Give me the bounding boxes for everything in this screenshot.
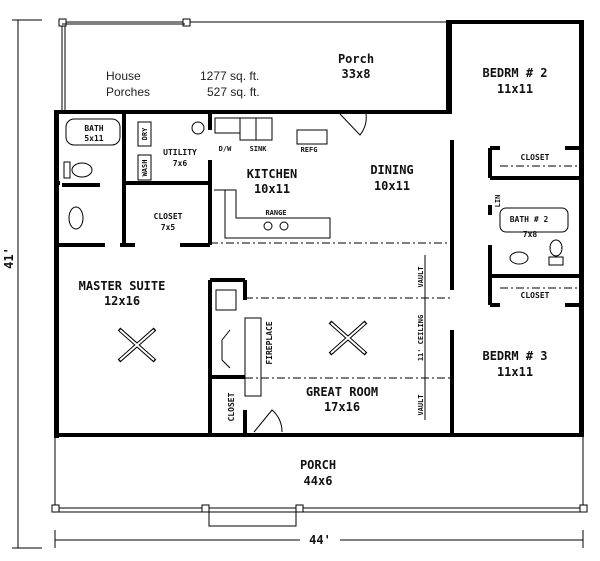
- bath2-name: BATH # 2: [510, 215, 549, 224]
- width-label: 44': [309, 533, 331, 547]
- front-steps: [208, 511, 297, 527]
- dryer: [137, 121, 152, 147]
- depth-dimension: 41': [2, 19, 42, 549]
- sink-label: SINK: [250, 145, 268, 153]
- interior-walls: [55, 112, 583, 435]
- great-room-size: 17x16: [324, 400, 360, 414]
- kitchen-name: KITCHEN: [247, 167, 298, 181]
- ceiling-fan-great-room: [328, 320, 368, 356]
- washer: [137, 154, 152, 181]
- sink-bath-2: [509, 251, 529, 265]
- front-porch-size: 44x6: [304, 474, 333, 488]
- utility-closet-size: 7x5: [161, 223, 176, 232]
- ceiling-height-label: 11' CEILING: [417, 315, 425, 361]
- vault-top-label: VAULT: [417, 266, 425, 287]
- dishwasher-label: D/W: [219, 145, 232, 153]
- house-area-label: House: [106, 69, 141, 83]
- bedroom3-closet-label: CLOSET: [521, 291, 550, 300]
- exterior-walls: [54, 20, 584, 438]
- dishwasher: [214, 117, 241, 134]
- front-porch-name: PORCH: [300, 458, 336, 472]
- bedroom3-size: 11x11: [497, 365, 533, 379]
- bath1-name: BATH: [84, 124, 103, 133]
- bedroom2-size: 11x11: [497, 82, 533, 96]
- vault-bottom-label: VAULT: [417, 394, 425, 415]
- sink-master-bath: [68, 206, 84, 230]
- utility-size: 7x6: [173, 159, 188, 168]
- utility-closet-name: CLOSET: [154, 212, 183, 221]
- rear-door: [339, 113, 367, 136]
- fireplace-box: [215, 289, 237, 311]
- porches-area-value: 527 sq. ft.: [207, 85, 260, 99]
- range-label: RANGE: [265, 209, 286, 217]
- rear-porch-size: 33x8: [342, 67, 371, 81]
- dining-size: 10x11: [374, 179, 410, 193]
- ceiling-fan-master: [117, 327, 157, 363]
- great-room-name: GREAT ROOM: [306, 385, 378, 399]
- water-heater: [191, 121, 205, 135]
- front-door: [253, 409, 283, 433]
- toilet-1: [71, 162, 93, 178]
- bath1-size: 5x11: [84, 134, 103, 143]
- toilet-2: [549, 239, 563, 257]
- front-porch: [51, 437, 588, 527]
- fireplace-hearth: [221, 329, 231, 369]
- linen-label: LIN: [494, 195, 502, 208]
- great-room-closet-label: CLOSET: [227, 392, 236, 421]
- range-burner: [279, 221, 289, 231]
- master-suite-name: MASTER SUITE: [79, 279, 166, 293]
- dining-name: DINING: [370, 163, 413, 177]
- width-dimension: 44': [54, 530, 584, 548]
- fixtures: [63, 113, 569, 433]
- dryer-label: DRY: [141, 127, 149, 140]
- depth-label: 41': [2, 247, 16, 269]
- vault-lines: [210, 165, 578, 420]
- fireplace-label: FIREPLACE: [265, 321, 274, 365]
- range-burner: [263, 221, 273, 231]
- bathtub-2: [499, 207, 569, 233]
- rear-porch: [58, 18, 447, 110]
- utility-name: UTILITY: [163, 148, 197, 157]
- refrigerator: [296, 129, 328, 145]
- bath2-size: 7x8: [523, 230, 538, 239]
- bedroom2-closet-label: CLOSET: [521, 153, 550, 162]
- bedroom2-name: BEDRM # 2: [482, 66, 547, 80]
- refrigerator-label: REFG: [301, 146, 318, 154]
- porches-area-label: Porches: [106, 85, 150, 99]
- bedroom3-name: BEDRM # 3: [482, 349, 547, 363]
- bathtub-1: [65, 118, 121, 146]
- rear-porch-name: Porch: [338, 52, 374, 66]
- washer-label: WASH: [141, 160, 149, 177]
- kitchen-size: 10x11: [254, 182, 290, 196]
- house-area-value: 1277 sq. ft.: [200, 69, 259, 83]
- master-suite-size: 12x16: [104, 294, 140, 308]
